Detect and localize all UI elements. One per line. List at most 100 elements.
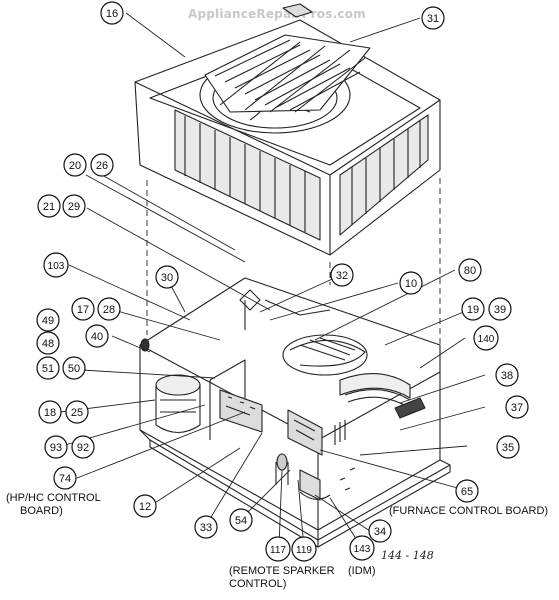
callout-circle	[330, 263, 354, 287]
callout-37: 37	[505, 395, 529, 419]
watermark: ApplianceRepairPros.com	[188, 7, 366, 21]
callout-65: 65	[455, 479, 479, 503]
callout-circle	[71, 297, 95, 321]
callout-74: 74	[53, 466, 77, 490]
callout-93: 93	[44, 435, 68, 459]
hp-hc-note-line2: BOARD)	[20, 505, 63, 517]
callout-circle	[85, 324, 109, 348]
callout-label: 10	[405, 278, 417, 290]
callout-label: 16	[106, 8, 118, 20]
callout-circle	[44, 435, 68, 459]
callout-circle	[194, 515, 218, 539]
callout-117: 117	[265, 536, 291, 562]
callout-label: 80	[464, 265, 476, 277]
callout-103: 103	[43, 252, 69, 278]
callout-49: 49	[36, 308, 60, 332]
callout-circle	[155, 265, 179, 289]
callout-39: 39	[488, 297, 512, 321]
callout-circle	[36, 308, 60, 332]
callout-label: 40	[91, 331, 103, 343]
callout-label: 38	[501, 370, 513, 382]
callout-circle	[65, 400, 89, 424]
callout-34: 34	[368, 519, 392, 543]
callout-label: 12	[139, 501, 151, 513]
callout-28: 28	[97, 297, 121, 321]
callout-label: 31	[427, 13, 439, 25]
top-cover	[134, 3, 441, 256]
callout-circle	[62, 356, 86, 380]
callout-25: 25	[65, 400, 89, 424]
callout-circle	[495, 363, 519, 387]
callout-circle	[36, 356, 60, 380]
callout-50: 50	[62, 356, 86, 380]
idm-note: (IDM)	[348, 565, 376, 577]
callout-label: 50	[68, 363, 80, 375]
callout-label: 17	[77, 304, 89, 316]
callout-20: 20	[63, 153, 87, 177]
callout-circle	[458, 258, 482, 282]
callout-label: 26	[96, 160, 108, 172]
callout-circle	[399, 271, 423, 295]
callout-circle	[473, 325, 499, 351]
remote-sparker-note-line2: CONTROL)	[229, 578, 287, 590]
callout-label: 32	[336, 270, 348, 282]
callout-circle	[71, 435, 95, 459]
callout-circle	[291, 536, 317, 562]
callout-label: 19	[467, 304, 479, 316]
callout-19: 19	[461, 297, 485, 321]
callout-label: 25	[71, 407, 83, 419]
callout-21: 21	[37, 194, 61, 218]
callout-label: 93	[50, 442, 62, 454]
callout-label: 65	[461, 486, 473, 498]
callout-119: 119	[291, 536, 317, 562]
callout-circle	[43, 252, 69, 278]
callout-circle	[133, 494, 157, 518]
callout-label: 117	[270, 545, 286, 556]
callout-12: 12	[133, 494, 157, 518]
callout-31: 31	[421, 6, 445, 30]
callout-circle	[455, 479, 479, 503]
callout-circle	[38, 400, 62, 424]
callout-label: 74	[59, 473, 71, 485]
callout-140: 140	[473, 325, 499, 351]
callout-label: 28	[103, 304, 115, 316]
callout-circle	[229, 508, 253, 532]
callout-circle	[36, 331, 60, 355]
assembly-lines	[146, 178, 441, 345]
callout-circle	[63, 153, 87, 177]
callout-circle	[488, 297, 512, 321]
callout-18: 18	[38, 400, 62, 424]
leader-lines	[57, 12, 486, 549]
callout-label: 48	[42, 338, 54, 350]
callout-32: 32	[330, 263, 354, 287]
callout-54: 54	[229, 508, 253, 532]
callout-label: 103	[48, 261, 65, 272]
callout-143: 143	[349, 535, 375, 561]
callout-label: 143	[354, 544, 371, 555]
callout-circle	[421, 6, 445, 30]
callout-label: 21	[43, 201, 55, 213]
callout-circle	[368, 519, 392, 543]
callout-label: 37	[511, 402, 523, 414]
callout-circle	[62, 194, 86, 218]
callout-label: 49	[42, 315, 54, 327]
callout-30: 30	[155, 265, 179, 289]
callout-label: 54	[235, 515, 247, 527]
callout-circle	[461, 297, 485, 321]
furnace-control-note: (FURNACE CONTROL BOARD)	[389, 505, 549, 517]
callout-circle	[100, 1, 124, 25]
callout-38: 38	[495, 363, 519, 387]
callout-17: 17	[71, 297, 95, 321]
callout-label: 34	[374, 526, 386, 538]
callout-circle	[505, 395, 529, 419]
callout-51: 51	[36, 356, 60, 380]
callout-33: 33	[194, 515, 218, 539]
callout-label: 51	[42, 363, 54, 375]
hp-hc-note-line1: (HP/HC CONTROL	[6, 492, 101, 504]
callout-35: 35	[496, 435, 520, 459]
callout-circle	[496, 435, 520, 459]
callout-circle	[97, 297, 121, 321]
callout-label: 35	[502, 442, 514, 454]
